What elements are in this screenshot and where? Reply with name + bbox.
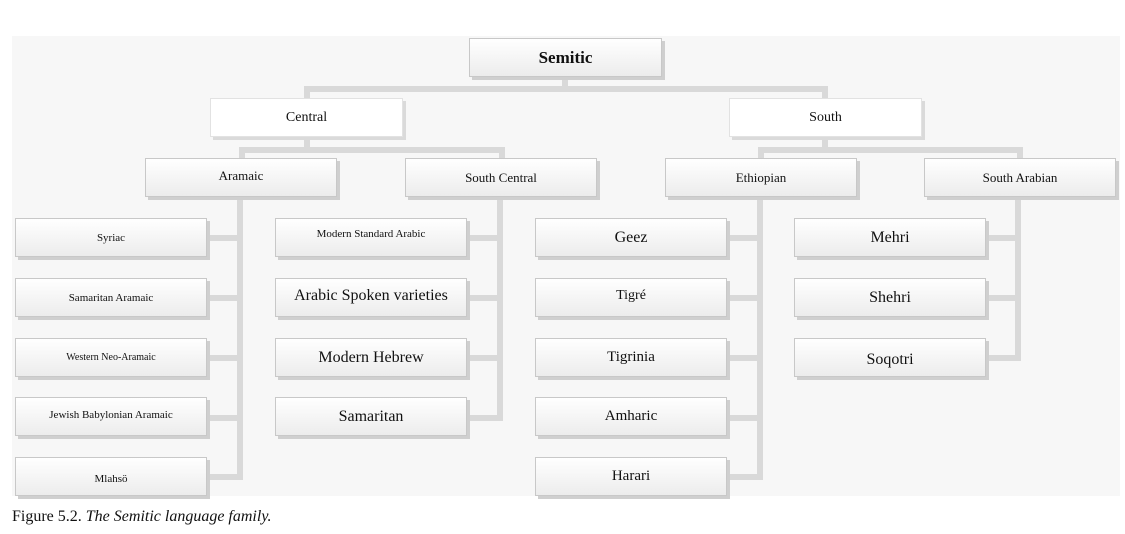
node-samaritan: Samaritan	[275, 397, 467, 436]
node-harari: Harari	[535, 457, 727, 496]
node-label: Soqotri	[866, 350, 914, 368]
node-label: South	[809, 109, 842, 125]
node-amharic: Amharic	[535, 397, 727, 436]
node-geez: Geez	[535, 218, 727, 257]
node-label: Tigrinia	[607, 349, 655, 365]
node-south: South	[729, 98, 922, 137]
node-mehri: Mehri	[794, 218, 986, 257]
node-label: Semitic	[538, 47, 593, 67]
node-tigre: Tigré	[535, 278, 727, 317]
node-south-central: South Central	[405, 158, 597, 197]
node-label: Samaritan	[338, 407, 404, 425]
figure-caption: Figure 5.2. The Semitic language family.	[12, 508, 272, 526]
node-label: Jewish Babylonian Aramaic	[49, 408, 173, 421]
node-modern-hebrew: Modern Hebrew	[275, 338, 467, 377]
node-label: Mlahsö	[94, 472, 128, 485]
node-label: Central	[285, 109, 328, 125]
node-label: Arabic Spoken varieties	[294, 286, 448, 304]
node-label: Tigré	[616, 287, 646, 303]
node-tigrinia: Tigrinia	[535, 338, 727, 377]
caption-title: The Semitic language family.	[85, 508, 272, 525]
node-mlahso: Mlahsö	[15, 457, 207, 496]
caption-prefix: Figure 5.2.	[12, 508, 82, 525]
node-ethiopian: Ethiopian	[665, 158, 857, 197]
node-label: Samaritan Aramaic	[68, 291, 154, 304]
node-label: South Central	[465, 169, 537, 185]
node-label: Amharic	[604, 408, 658, 424]
node-aramaic: Aramaic	[145, 158, 337, 197]
node-syriac: Syriac	[15, 218, 207, 257]
node-label: Shehri	[869, 288, 911, 306]
node-central: Central	[210, 98, 403, 137]
node-samaritan-aramaic: Samaritan Aramaic	[15, 278, 207, 317]
node-label: Geez	[614, 228, 648, 246]
node-label: Harari	[611, 468, 651, 484]
node-label: Modern Hebrew	[318, 348, 424, 366]
node-semitic: Semitic	[469, 38, 662, 77]
node-western-neo-aramaic: Western Neo-Aramaic	[15, 338, 207, 377]
node-label: Syriac	[96, 231, 126, 244]
node-arabic-spoken-varieties: Arabic Spoken varieties	[275, 278, 467, 317]
node-south-arabian: South Arabian	[924, 158, 1116, 197]
node-label: Modern Standard Arabic	[316, 227, 426, 240]
node-label: Ethiopian	[735, 169, 787, 185]
node-label: Western Neo-Aramaic	[66, 352, 156, 363]
node-label: South Arabian	[982, 169, 1058, 185]
node-shehri: Shehri	[794, 278, 986, 317]
node-label: Mehri	[870, 228, 910, 246]
node-soqotri: Soqotri	[794, 338, 986, 377]
node-modern-standard-arabic: Modern Standard Arabic	[275, 218, 467, 257]
node-label: Aramaic	[218, 167, 264, 183]
node-jewish-babylonian-aramaic: Jewish Babylonian Aramaic	[15, 397, 207, 436]
